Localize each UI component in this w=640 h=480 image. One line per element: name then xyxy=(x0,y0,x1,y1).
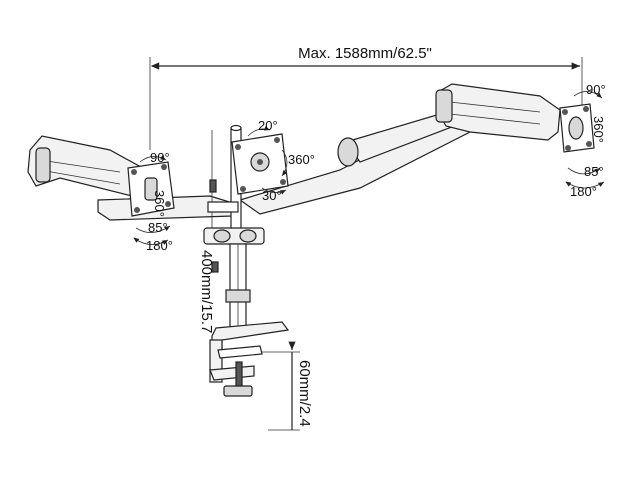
left-tilt-down-label: 85° xyxy=(148,220,168,235)
right-tilt-down-label: 85° xyxy=(584,164,604,179)
right-rotate-label: 360° xyxy=(591,116,606,143)
width-dimension: Max. 1588mm/62.5" xyxy=(149,45,583,150)
width-label: Max. 1588mm/62.5" xyxy=(298,45,432,62)
mount-hub xyxy=(203,201,265,273)
left-swivel-label: 180° xyxy=(146,238,173,253)
clamp-range-label: 60mm/2.4 xyxy=(296,360,313,427)
main-pole xyxy=(225,243,251,329)
pole-height-label: 400mm/15.7 xyxy=(198,250,215,333)
right-vesa-plate: 90° 360° 85° 180° xyxy=(559,82,606,199)
left-vesa-plate: 90° 360° 85° 180° xyxy=(127,150,175,253)
right-tilt-up-label: 90° xyxy=(586,82,606,97)
left-arm-cap xyxy=(35,147,51,183)
right-swivel-label: 180° xyxy=(570,184,597,199)
center-vesa-plate: 20° 360° 30° xyxy=(231,118,315,203)
center-rotate-label: 360° xyxy=(288,152,315,167)
pole-collar xyxy=(225,289,251,303)
left-tilt-up-label: 90° xyxy=(150,150,170,165)
clamp-desk-pad xyxy=(217,345,263,359)
clamp-screw xyxy=(235,361,243,387)
left-rotate-label: 360° xyxy=(152,190,167,217)
center-tilt-up-label: 20° xyxy=(258,118,278,133)
right-arm-joint xyxy=(337,137,359,167)
right-arm xyxy=(238,83,561,215)
pole-height-dimension: 400mm/15.7 xyxy=(198,250,215,333)
clamp-range-dimension: 60mm/2.4 xyxy=(262,341,313,431)
right-arm-cap xyxy=(435,89,453,123)
center-tilt-down-label: 30° xyxy=(262,188,282,203)
desk-clamp xyxy=(209,321,290,397)
clamp-knob xyxy=(223,385,253,397)
